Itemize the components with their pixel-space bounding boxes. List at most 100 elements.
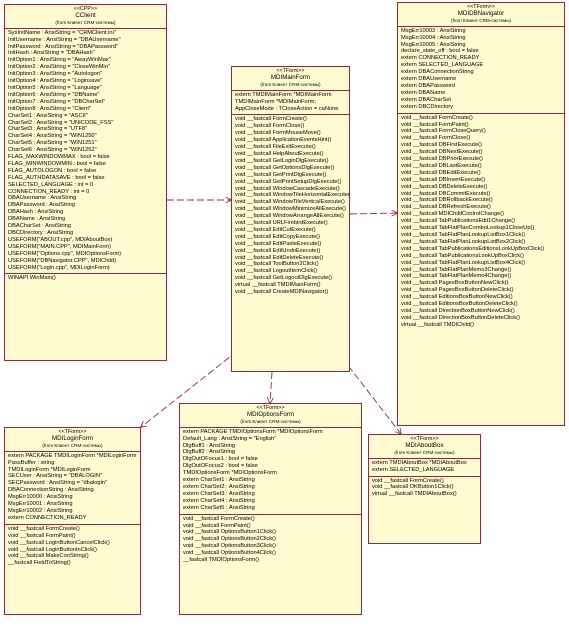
attributes-section: SysInitName : AnsiString = "CRMClient.in… xyxy=(5,29,166,275)
operation-row: void __fastcall WindowTileVerticalExecut… xyxy=(235,199,345,206)
attribute-row: MsgErr10005 : AnsiString xyxy=(401,41,466,48)
attribute-row: DlgOutOFocus1 : bool = false xyxy=(183,456,258,463)
operation-row: void __fastcall DirectionBoxButtonDelete… xyxy=(401,314,520,321)
attribute-row: extern CharSet3 : AnsiString xyxy=(183,490,255,497)
operation-row: void __fastcall TabFlatPlanMemo4Change() xyxy=(401,273,512,280)
class-name: MDILoginForm xyxy=(52,434,93,442)
class-name: MDIMainForm xyxy=(270,73,311,81)
operation-row: void __fastcall EditCutExecute() xyxy=(235,226,316,233)
operation-row: virtual __fastcall TMDIChild() xyxy=(401,321,474,328)
operation-row: void __fastcall DBLastExecute() xyxy=(401,162,482,169)
operation-row: void __fastcall EditionsBoxButtonDeleteC… xyxy=(401,301,518,308)
attribute-row: USEFORM("ABOUT.cpp", MDIAboutBox) xyxy=(8,236,113,243)
stereotype-label: <<TForm>> xyxy=(58,429,87,435)
attribute-row: extern CONNECTION_READY xyxy=(8,514,87,521)
operation-row: void __fastcall GetLoginDlgExecute() xyxy=(235,157,329,164)
operation-row: void __fastcall FormMouseMove() xyxy=(235,130,321,137)
package-label: (from Клиент CRM-системы) xyxy=(42,442,103,448)
attribute-row: extern TMDIAboutBox *MDIAboutBox xyxy=(372,459,467,466)
class-header: <<CPP>> CClient (from Клиент CRM-системы… xyxy=(5,5,166,29)
attribute-row: CharSet6 : AnsiString = "WIN1252" xyxy=(8,147,97,154)
class-loginform[interactable]: <<TForm>> MDILoginForm (from Клиент CRM-… xyxy=(4,427,141,615)
operation-row: void __fastcall OptionsButton1Click() xyxy=(183,529,276,536)
attribute-row: CONNECTION_READY : int = 0 xyxy=(8,188,90,195)
attribute-row: extern TMDIMainForm *MDIMainForm xyxy=(235,91,332,98)
class-mainform[interactable]: <<TForm>> MDIMainForm (from Клиент CRM-с… xyxy=(231,66,350,372)
operation-row: WINAPI WinMain() xyxy=(8,275,56,282)
class-aboutbox[interactable]: <<TForm>> MDIAboutBox (from Клиент CRM-с… xyxy=(368,434,481,544)
operation-row: void __fastcall DBCommitExecute() xyxy=(401,190,491,197)
attribute-row: FLAG_AUTOLOGON : bool = false xyxy=(8,167,97,174)
operation-row: void __fastcall GetOptionsDlgExecute() xyxy=(235,164,335,171)
operation-row: virtual __fastcall TMDIMainForm() xyxy=(235,282,321,289)
operation-row: void __fastcall OptionsButton3Click() xyxy=(183,543,276,550)
class-name: MDIAboutBox xyxy=(405,441,444,449)
operation-row: void __fastcall HelpAboutExecute() xyxy=(235,150,324,157)
class-navigator[interactable]: <<TForm>> MDIDBNavigator (from Клиент CR… xyxy=(397,2,565,426)
link-mainform-to-aboutbox xyxy=(335,349,401,434)
operations-section: void __fastcall FormCreate()void __fastc… xyxy=(369,477,480,501)
class-cclient[interactable]: <<CPP>> CClient (from Клиент CRM-системы… xyxy=(4,4,167,361)
attribute-row: extern PACKAGE TMDILoginForm *MDILoginFo… xyxy=(8,452,137,459)
package-label: (from Клиент CRM-системы) xyxy=(55,19,116,25)
operation-row: void __fastcall GetPrintDlgExecute() xyxy=(235,171,327,178)
operation-row: void __fastcall URLFirebirdExecute() xyxy=(235,220,328,227)
class-header: <<TForm>> MDIAboutBox (from Клиент CRM-с… xyxy=(369,435,480,459)
stereotype-label: <<CPP>> xyxy=(73,6,98,12)
operation-row: void __fastcall FormCreate() xyxy=(183,515,255,522)
operation-row: void __fastcall WindowMinimizeAllExecute… xyxy=(235,206,346,213)
attribute-row: USEFORM("Login.cpp", MDILoginForm) xyxy=(8,264,110,271)
attribute-row: SELECTED_LANGUAGE : int = 0 xyxy=(8,181,94,188)
attribute-row: USEFORM("DBNavigator.CPP", MDIChild) xyxy=(8,257,117,264)
operation-row: void __fastcall OptionsButton2Click() xyxy=(183,536,276,543)
operation-row: void __fastcall DBPriorExecute() xyxy=(401,156,483,163)
attribute-row: InitPassword : AnsiString = "DBAPassword… xyxy=(8,43,119,50)
operation-row: void __fastcall EditUndoExecute() xyxy=(235,247,321,254)
attribute-row: USEFORM("MAIN.CPP", MDIMainForm) xyxy=(8,243,111,250)
attribute-row: InitHash : AnsiString = "DBAHash" xyxy=(8,50,95,57)
attribute-row: InitOption6 : AnsiString = "DBName" xyxy=(8,91,100,98)
attribute-row: SysInitName : AnsiString = "CRMClient.in… xyxy=(8,29,116,36)
attribute-row: MsgErr10000 : AnsiString xyxy=(8,494,73,501)
attribute-row: TMDILoginForm *MDILoginForm xyxy=(8,466,91,473)
attribute-row: extern DBAName xyxy=(401,89,446,96)
operation-row: void __fastcall LoginButtonInClick() xyxy=(8,546,97,553)
attribute-row: DBCDirectory : AnsiString xyxy=(8,230,74,236)
class-name: MDIDBNavigator xyxy=(457,9,505,17)
operation-row: void __fastcall MakeConString() xyxy=(8,553,89,560)
operation-row: void __fastcall OKButton1Click() xyxy=(372,484,454,491)
attribute-row: InitOption7 : AnsiString = "DBCharSet" xyxy=(8,98,106,105)
operations-section: void __fastcall FormCreate() void __fastc… xyxy=(180,515,361,566)
attribute-row: USEFORM("Options.cpp", MDIOptionsForm) xyxy=(8,250,122,257)
attribute-row: CharSet3 : AnsiString = "UTF8" xyxy=(8,126,88,133)
attribute-row: AppCloseMode : TCloseAction = caNone xyxy=(235,105,339,112)
operation-row: __fastcall TMDIOptionsForm() xyxy=(183,557,260,564)
attribute-row: MsgErr10001 : AnsiString xyxy=(8,501,73,508)
stereotype-label: <<TForm>> xyxy=(467,4,495,10)
operation-row: void __fastcall TabPublicationsEdit1Chan… xyxy=(401,218,516,225)
attribute-row: extern DBAPassword xyxy=(401,82,456,89)
operations-section: void __fastcall FormCreate()void __fastc… xyxy=(232,115,349,298)
attribute-row: extern CharSet5 : AnsiString xyxy=(183,504,255,511)
operation-row: void __fastcall TabPublicationsEditionsL… xyxy=(401,245,545,252)
operation-row: void __fastcall DBRollbackExecute() xyxy=(401,197,493,204)
attribute-row: InitOption5 : AnsiString = "Language" xyxy=(8,84,102,91)
attribute-row: DBAUsername : AnsiString xyxy=(8,195,77,202)
stereotype-label: <<TForm>> xyxy=(256,405,285,411)
operation-row: void __fastcall ToolButton2Click() xyxy=(235,261,319,268)
package-label: (from Клиент CRM-системы) xyxy=(260,81,321,87)
operation-row: void __fastcall FormClose() xyxy=(401,135,471,142)
operation-row: void __fastcall EditPasteExecute() xyxy=(235,240,322,247)
operations-section: WINAPI WinMain() xyxy=(5,274,166,284)
class-header: <<TForm>> MDIMainForm (from Клиент CRM-с… xyxy=(232,67,349,91)
class-optionsform[interactable]: <<TForm>> MDIOptionsForm (from Клиент CR… xyxy=(179,403,362,615)
attribute-row: DlgBuff1 : AnsiString xyxy=(183,442,236,449)
attribute-row: extern CharSet1 : AnsiString xyxy=(183,477,255,484)
attribute-row: InitOption1 : AnsiString = "AwayWinMax" xyxy=(8,57,111,64)
attribute-row: FLAG_MINWINDOWMIN : bool = false xyxy=(8,160,106,167)
operation-row: void __fastcall DBEditExecute() xyxy=(401,169,481,176)
attribute-row: extern CharSet4 : AnsiString xyxy=(183,497,255,504)
operation-row: void __fastcall FormCreate() xyxy=(8,525,80,532)
operation-row: void __fastcall FormPaint() xyxy=(401,121,469,128)
attribute-row: extern DBCDirectory xyxy=(401,103,454,110)
